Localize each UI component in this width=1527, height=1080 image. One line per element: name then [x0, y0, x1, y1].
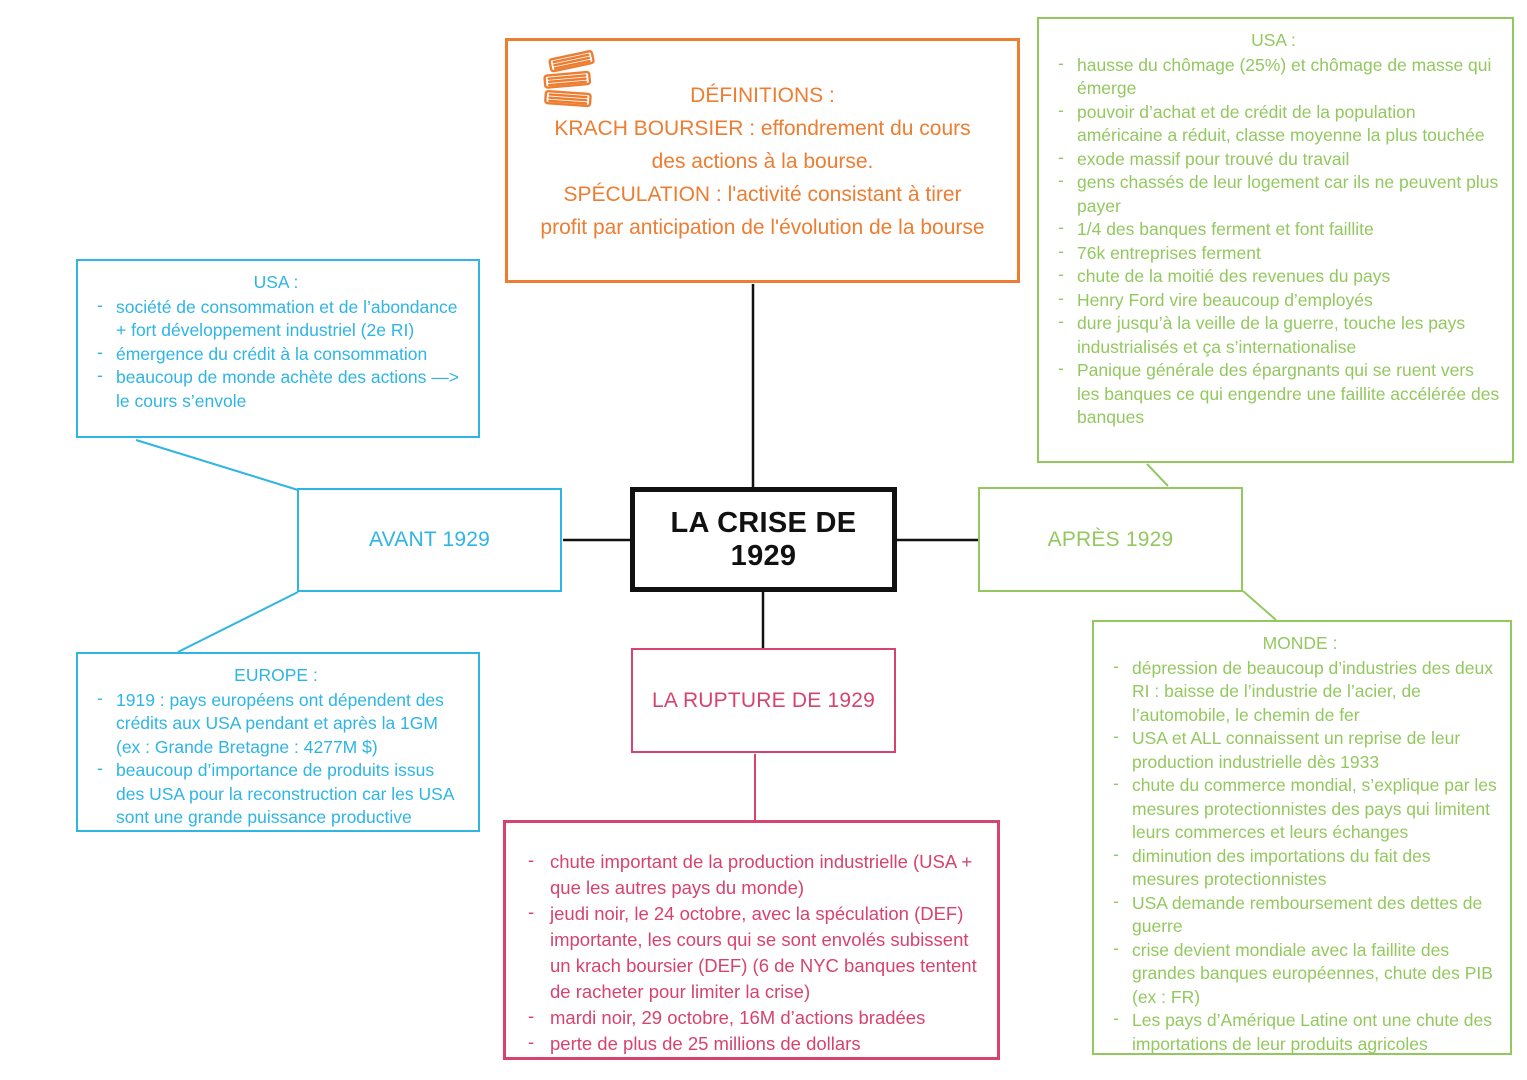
- rupture-node: LA RUPTURE DE 1929: [631, 648, 896, 753]
- europe-box: EUROPE : 1919 : pays européens ont dépen…: [76, 652, 480, 832]
- monde-title: MONDE :: [1262, 633, 1338, 653]
- europe-title: EUROPE :: [234, 665, 318, 685]
- definition-speculation: SPÉCULATION : l'activité consistant à ti…: [540, 183, 985, 239]
- list-item: chute du commerce mondial, s’explique pa…: [1102, 772, 1498, 845]
- avant-1929-node: AVANT 1929: [297, 488, 562, 592]
- usa-before-list: société de consommation et de l’abondanc…: [86, 294, 466, 414]
- list-item: perte de plus de 25 millions de dollars: [516, 1029, 983, 1057]
- rupture-label: LA RUPTURE DE 1929: [651, 688, 876, 712]
- rupture-details-list: chute important de la production industr…: [516, 847, 983, 1057]
- connector-apres-monde: [1242, 590, 1277, 621]
- list-item: émergence du crédit à la consommation: [86, 341, 466, 367]
- list-item: dépression de beaucoup d’industries des …: [1102, 655, 1498, 728]
- list-item: diminution des importations du fait des …: [1102, 843, 1498, 892]
- central-node: LA CRISE DE 1929: [630, 487, 897, 592]
- connector-usabefore-avant: [135, 439, 299, 491]
- usa-after-box: USA : hausse du chômage (25%) et chômage…: [1037, 17, 1514, 463]
- list-item: exode massif pour trouvé du travail: [1047, 146, 1500, 172]
- list-item: 1/4 des banques ferment et font faillite: [1047, 216, 1500, 242]
- list-item: Henry Ford vire beaucoup d’employés: [1047, 287, 1500, 313]
- rupture-details-box: chute important de la production industr…: [503, 820, 1000, 1060]
- list-item: Panique générale des épargnants qui se r…: [1047, 357, 1500, 430]
- list-item: mardi noir, 29 octobre, 16M d’actions br…: [516, 1003, 983, 1031]
- list-item: 76k entreprises ferment: [1047, 240, 1500, 266]
- usa-after-title: USA :: [1251, 30, 1296, 50]
- list-item: beaucoup d’importance de produits issus …: [86, 757, 466, 830]
- monde-box: MONDE : dépression de beaucoup d’industr…: [1092, 620, 1512, 1055]
- list-item: hausse du chômage (25%) et chômage de ma…: [1047, 52, 1500, 101]
- list-item: gens chassés de leur logement car ils ne…: [1047, 169, 1500, 218]
- definitions-box: DÉFINITIONS : KRACH BOURSIER : effondrem…: [505, 38, 1020, 283]
- list-item: crise devient mondiale avec la faillite …: [1102, 937, 1498, 1010]
- list-item: chute de la moitié des revenues du pays: [1047, 263, 1500, 289]
- europe-list: 1919 : pays européens ont dépendent des …: [86, 687, 466, 830]
- books-icon: [543, 50, 595, 108]
- connector-usaafter-apres: [1146, 463, 1169, 487]
- list-item: société de consommation et de l’abondanc…: [86, 294, 466, 343]
- apres-1929-label: APRÈS 1929: [1047, 527, 1174, 551]
- avant-1929-label: AVANT 1929: [368, 528, 491, 551]
- definition-krach-boursier: KRACH BOURSIER : effondrement du cours d…: [554, 117, 971, 173]
- list-item: beaucoup de monde achète des actions —> …: [86, 364, 466, 413]
- usa-before-box: USA : société de consommation et de l’ab…: [76, 259, 480, 438]
- monde-list: dépression de beaucoup d’industries des …: [1102, 655, 1498, 1057]
- list-item: chute important de la production industr…: [516, 847, 983, 901]
- usa-after-list: hausse du chômage (25%) et chômage de ma…: [1047, 52, 1500, 430]
- list-item: USA et ALL connaissent un reprise de leu…: [1102, 725, 1498, 774]
- apres-1929-node: APRÈS 1929: [978, 487, 1243, 592]
- list-item: USA demande remboursement des dettes de …: [1102, 890, 1498, 939]
- usa-before-title: USA :: [253, 272, 299, 292]
- list-item: 1919 : pays européens ont dépendent des …: [86, 687, 466, 760]
- connector-avant-europe: [177, 591, 299, 653]
- list-item: Les pays d’Amérique Latine ont une chute…: [1102, 1007, 1498, 1056]
- list-item: dure jusqu’à la veille de la guerre, tou…: [1047, 310, 1500, 359]
- definitions-title: DÉFINITIONS :: [690, 84, 835, 107]
- list-item: jeudi noir, le 24 octobre, avec la spécu…: [516, 899, 983, 1005]
- list-item: pouvoir d’achat et de crédit de la popul…: [1047, 99, 1500, 148]
- central-title: LA CRISE DE 1929: [670, 506, 857, 572]
